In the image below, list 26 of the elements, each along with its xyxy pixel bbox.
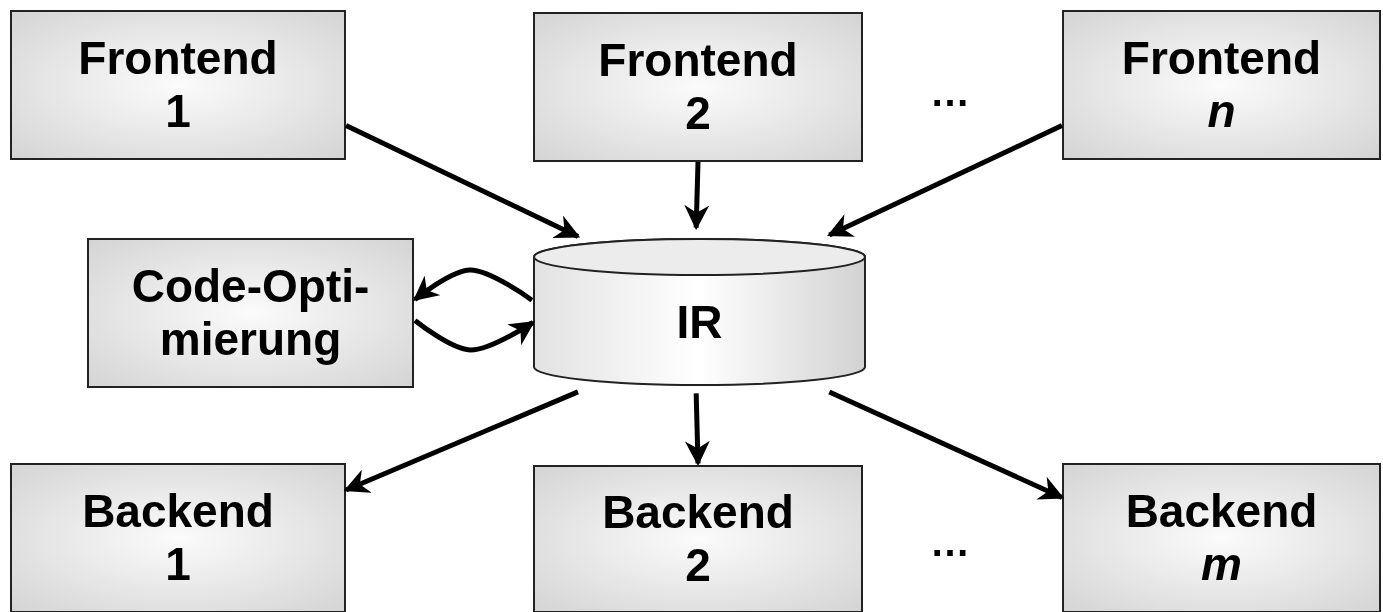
node-label: Backend m: [1124, 485, 1319, 591]
arrow: [344, 123, 581, 239]
arrow: [413, 267, 534, 303]
process-box: [533, 465, 863, 612]
database-cylinder: [533, 238, 866, 386]
node-label: Backend 2: [601, 486, 795, 592]
process-box: [533, 12, 863, 162]
node-label: Backend 1: [81, 485, 275, 591]
arrow: [413, 318, 536, 353]
arrow: [684, 161, 710, 231]
process-box: [10, 463, 346, 612]
process-box: [10, 10, 346, 160]
process-box: [1062, 10, 1381, 160]
node-label: Frontend 1: [77, 32, 279, 138]
ellipsis-label: …: [930, 520, 970, 565]
arrow: [684, 393, 710, 466]
node-label: Code-Opti- mierung: [130, 260, 371, 366]
process-box: [1062, 463, 1381, 612]
process-box: [87, 238, 414, 388]
node-label: Frontend 2: [597, 34, 799, 140]
node-label: IR: [675, 295, 724, 349]
arrow: [343, 389, 579, 493]
arrow: [827, 123, 1064, 238]
ellipsis-label: …: [930, 70, 970, 115]
arrow: [828, 389, 1065, 500]
node-label: Frontend n: [1120, 32, 1323, 138]
